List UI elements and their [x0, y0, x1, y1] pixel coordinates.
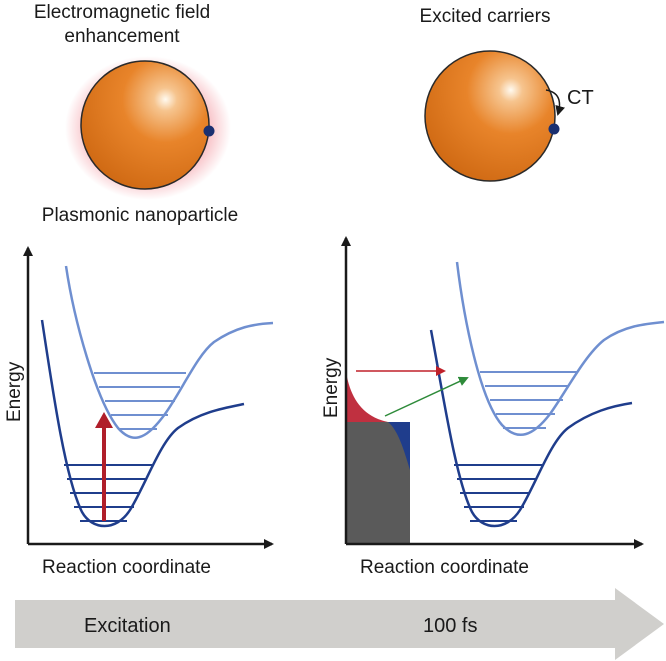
charge-transfer-label: CT	[567, 87, 594, 109]
left-title-line1: Electromagnetic field	[33, 2, 211, 23]
nanoparticle-left	[80, 60, 210, 190]
transfer-arrow	[384, 376, 469, 417]
left-ground-levels	[64, 464, 152, 522]
excitation-arrowhead	[95, 412, 113, 428]
left-x-axis-label: Reaction coordinate	[42, 557, 211, 578]
left-ground-state-curve	[40, 319, 245, 528]
hot-electron-distribution	[346, 372, 388, 422]
right-title: Excited carriers	[419, 6, 551, 27]
right-energy-diagram: Energy Reaction coordinate	[321, 236, 665, 578]
left-y-axis-label: Energy	[4, 361, 25, 422]
timeline-arrow	[15, 588, 664, 660]
right-ground-levels	[454, 464, 542, 522]
left-energy-diagram: Energy Reaction coordinate	[4, 246, 274, 578]
right-ground-state-curve	[429, 329, 633, 528]
right-y-axis-label: Energy	[321, 357, 342, 418]
timeline-end-label: 100 fs	[423, 615, 477, 637]
hot-hole-distribution	[388, 422, 410, 470]
nanoparticle-right	[424, 50, 556, 182]
left-excited-state-curve	[64, 265, 274, 439]
right-excited-state-curve	[455, 261, 665, 436]
charge-transfer-arrow	[545, 89, 566, 116]
right-excited-levels	[480, 371, 577, 429]
adsorbate-molecule-right	[548, 123, 560, 135]
timeline-start-label: Excitation	[84, 615, 171, 637]
left-excited-levels	[94, 372, 186, 430]
occupied-states-block	[346, 422, 410, 544]
adsorbate-molecule-left	[203, 125, 215, 137]
particle-label: Plasmonic nanoparticle	[41, 205, 239, 226]
right-x-axis-label: Reaction coordinate	[360, 557, 529, 578]
left-title-line2: enhancement	[64, 26, 180, 47]
